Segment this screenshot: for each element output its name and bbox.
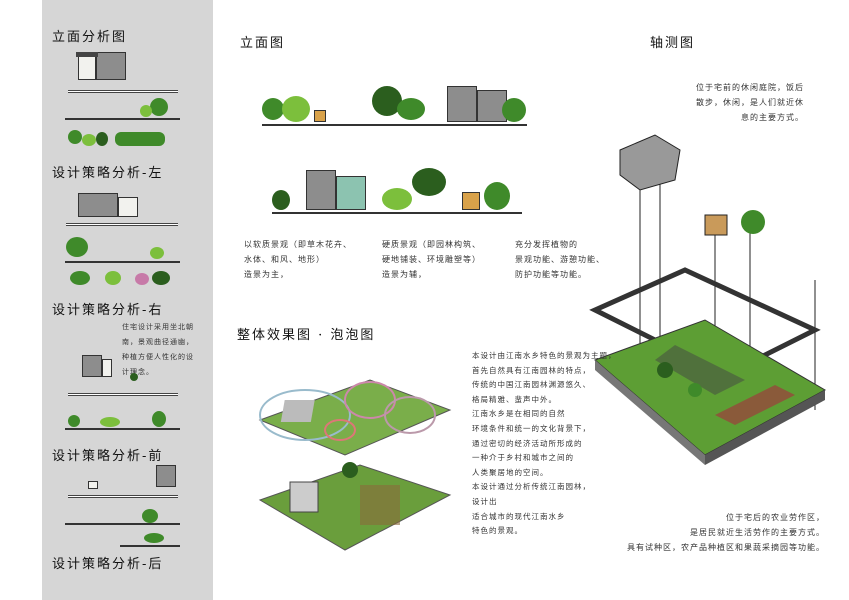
hard-landscape-note: 硬质景观（即园林构筑、 硬地铺装、环境雕塑等） 造景为辅， bbox=[382, 237, 481, 282]
note-line: 硬质景观（即园林构筑、 bbox=[382, 240, 481, 249]
farm-area-note: 位于宅后的农业劳作区， 是居民就近生活劳作的主要方式。 具有试种区，农产品种植区… bbox=[627, 510, 825, 555]
text-line: 人类聚居地的空间。 bbox=[472, 467, 549, 477]
note-line: 息的主要方式。 bbox=[741, 113, 804, 122]
note-line: 住宅设计采用坐北朝 bbox=[122, 323, 194, 331]
text-line: 设计出 bbox=[472, 496, 498, 506]
note-line: 具有试种区，农产品种植区和果蔬采摘园等功能。 bbox=[627, 543, 825, 552]
left-elevation-sketch bbox=[60, 50, 190, 155]
text-line: 通过密切的经济活动所形成的 bbox=[472, 438, 583, 448]
note-line: 水体、和风、地形） bbox=[244, 255, 325, 264]
text-line: 江南水乡是在相同的自然 bbox=[472, 409, 566, 419]
note-line: 位于宅后的农业劳作区， bbox=[726, 513, 825, 522]
bubble-diagram-title: 整体效果图 · 泡泡图 bbox=[237, 328, 376, 343]
note-line: 造景为主， bbox=[244, 270, 289, 279]
note-line: 计理念。 bbox=[122, 368, 154, 376]
elevation-drawing-1 bbox=[262, 78, 527, 130]
note-line: 散步，休闲，是人们就近休 bbox=[696, 98, 804, 107]
plant-function-note: 充分发挥植物的 景观功能、游憩功能、 防护功能等功能。 bbox=[515, 237, 605, 282]
sidebar-panel bbox=[42, 0, 213, 600]
elevation-title: 立面图 bbox=[240, 36, 286, 51]
right-strategy-label: 设计策略分析-右 bbox=[52, 303, 164, 318]
right-strategy-note: 住宅设计采用坐北朝 南，景观曲径通幽， 种植方便人性化的设 计理念。 bbox=[122, 320, 217, 380]
text-line: 格局精雅、蜚声中外。 bbox=[472, 394, 557, 404]
note-line: 是居民就近生活劳作的主要方式。 bbox=[690, 528, 825, 537]
bubble-diagram-drawing bbox=[258, 379, 452, 551]
soft-landscape-note: 以软质景观（即草木花卉、 水体、和风、地形） 造景为主， bbox=[244, 237, 352, 282]
note-line: 南，景观曲径通幽， bbox=[122, 338, 194, 346]
axonometric-title: 轴测图 bbox=[650, 36, 696, 51]
note-line: 造景为辅， bbox=[382, 270, 427, 279]
note-line: 种植方便人性化的设 bbox=[122, 353, 194, 361]
text-line: 传统的中国江南园林渊源悠久、 bbox=[472, 380, 591, 390]
back-elevation-sketch bbox=[60, 465, 190, 550]
axonometric-drawing bbox=[589, 134, 827, 465]
back-strategy-label: 设计策略分析-后 bbox=[52, 557, 164, 572]
elevation-drawing-2 bbox=[272, 168, 522, 216]
design-description: 本设计由江南水乡特色的景观为主题， 首先自然具有江南园林的特点， 传统的中国江南… bbox=[472, 349, 617, 539]
text-line: 特色的景观。 bbox=[472, 526, 523, 536]
courtyard-note: 位于宅前的休闲庭院，饭后 散步，休闲，是人们就近休 息的主要方式。 bbox=[696, 80, 804, 125]
text-line: 本设计通过分析传统江南园林， bbox=[472, 482, 591, 492]
text-line: 首先自然具有江南园林的特点， bbox=[472, 365, 591, 375]
front-elevation-sketch bbox=[60, 355, 190, 445]
note-line: 充分发挥植物的 bbox=[515, 240, 578, 249]
left-strategy-label: 设计策略分析-左 bbox=[52, 166, 164, 181]
note-line: 景观功能、游憩功能、 bbox=[515, 255, 605, 264]
text-line: 一种介于乡村和城市之间的 bbox=[472, 453, 574, 463]
text-line: 环境条件和统一的文化背景下， bbox=[472, 423, 591, 433]
text-line: 本设计由江南水乡特色的景观为主题， bbox=[472, 351, 617, 360]
sidebar-title: 立面分析图 bbox=[52, 30, 128, 45]
front-strategy-label: 设计策略分析-前 bbox=[52, 449, 164, 464]
note-line: 硬地铺装、环境雕塑等） bbox=[382, 255, 481, 264]
note-line: 以软质景观（即草木花卉、 bbox=[244, 240, 352, 249]
note-line: 位于宅前的休闲庭院，饭后 bbox=[696, 83, 804, 92]
right-elevation-sketch bbox=[60, 185, 190, 295]
note-line: 防护功能等功能。 bbox=[515, 270, 587, 279]
text-line: 适合城市的现代江南水乡 bbox=[472, 511, 566, 521]
